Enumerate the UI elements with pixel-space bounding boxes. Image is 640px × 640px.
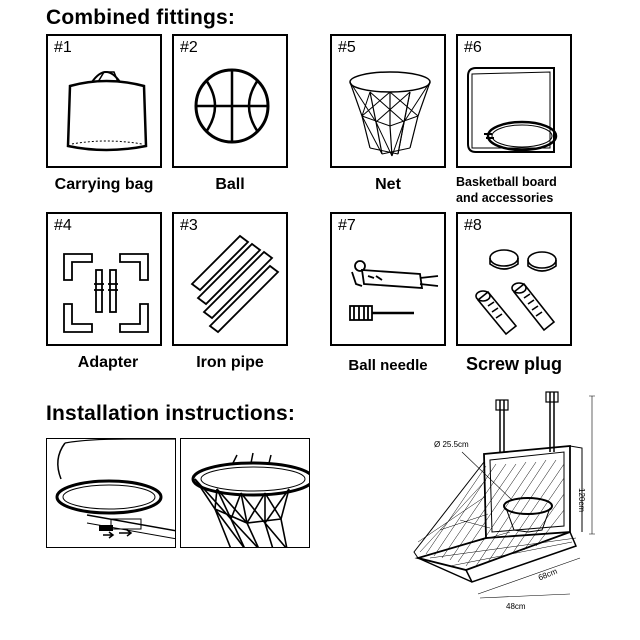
item-box-7: #7: [330, 212, 446, 346]
item-number: #4: [54, 217, 72, 234]
item-number: #3: [180, 217, 198, 234]
adapter-icon: [63, 253, 149, 333]
pump-needle-icon: [349, 260, 439, 321]
item-number: #2: [180, 39, 198, 56]
item-number: #1: [54, 39, 72, 56]
screw-plug-icon: [475, 249, 557, 336]
item-box-2: #2: [172, 34, 288, 168]
carrying-bag-icon: [66, 71, 148, 152]
item-label-ball: Ball: [215, 176, 245, 193]
net-hook-illustration: [191, 452, 309, 547]
iron-pipe-icon: [190, 234, 280, 334]
item-box-3: #3: [172, 212, 288, 346]
item-label-iron-pipe: Iron pipe: [196, 354, 264, 371]
net-icon: [349, 71, 431, 157]
rim-diameter-label: Ø 25.5cm: [434, 440, 469, 449]
width-dimension-label: 48cm: [506, 602, 526, 611]
item-label-carrying-bag: Carrying bag: [54, 176, 154, 193]
install-step-2-image: [180, 438, 310, 548]
item-number: #8: [464, 217, 482, 234]
item-label-ball-needle: Ball needle: [348, 357, 428, 374]
item-box-8: #8: [456, 212, 572, 346]
item-label-basketball-board: Basketball board and accessories: [456, 175, 557, 205]
item-number: #5: [338, 39, 356, 56]
item-label-net: Net: [375, 176, 401, 193]
rim-attach-illustration: [55, 439, 175, 540]
heading-installation-instructions: Installation instructions:: [46, 402, 296, 425]
item-box-5: #5: [330, 34, 446, 168]
item-box-4: #4: [46, 212, 162, 346]
assembled-hoop-diagram: [413, 391, 595, 599]
item-box-1: #1: [46, 34, 162, 168]
basketball-icon: [194, 68, 270, 144]
heading-combined-fittings: Combined fittings:: [46, 6, 236, 29]
item-number: #6: [464, 39, 482, 56]
height-dimension-label: 120cm: [577, 488, 586, 513]
item-label-screw-plug: Screw plug: [465, 354, 563, 374]
item-box-6: #6: [456, 34, 572, 168]
backboard-icon: [467, 67, 558, 153]
item-label-adapter: Adapter: [77, 354, 139, 371]
item-number: #7: [338, 217, 356, 234]
install-step-1-image: [46, 438, 176, 548]
